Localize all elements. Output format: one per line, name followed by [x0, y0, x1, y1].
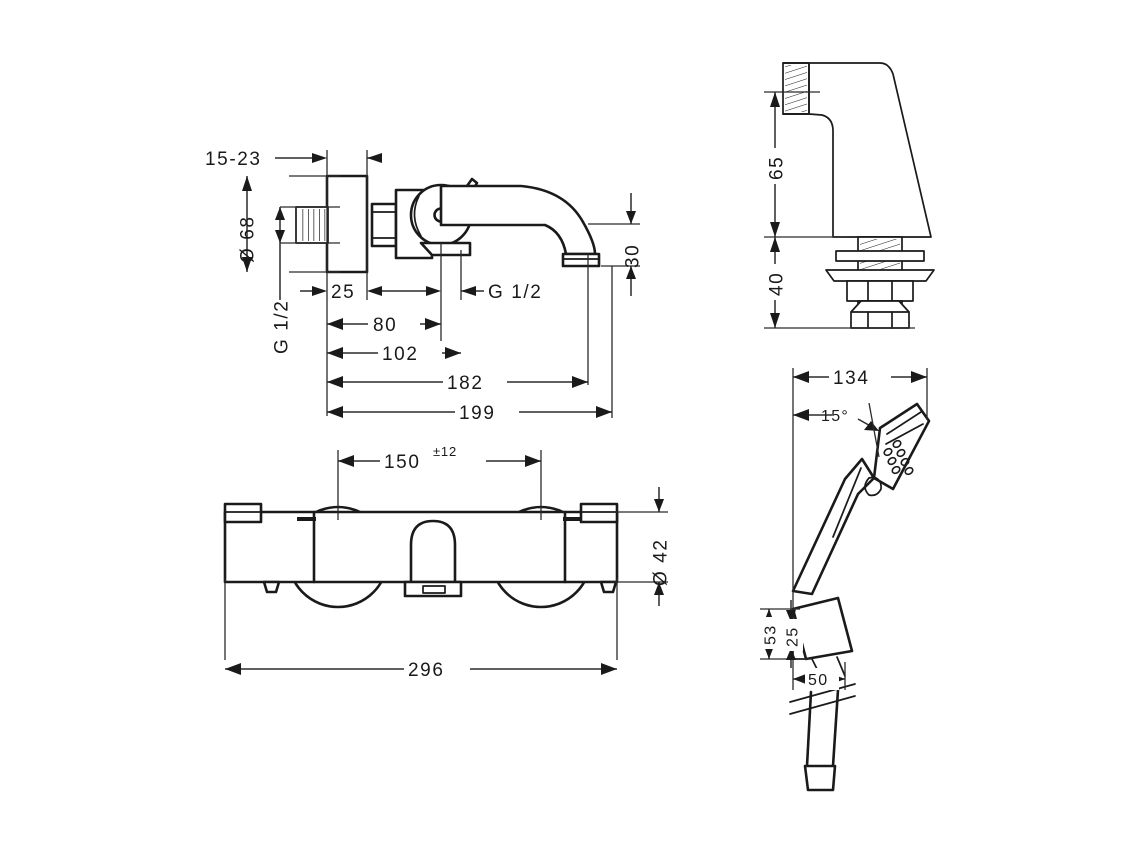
view-side-mixer: 15-23 Ø 68 G 1/2 30 2	[205, 149, 644, 424]
view-shower-head: 65 40	[762, 62, 935, 329]
dim-label-25-bracket: 25	[785, 627, 802, 647]
dim-label-296: 296	[408, 660, 445, 681]
view-hand-shower-set: 134 15° 53 25	[757, 365, 931, 792]
dim-15-degrees: 15°	[793, 402, 880, 458]
dim-label-30: 30	[623, 244, 644, 268]
shower-head-geometry	[782, 62, 935, 329]
dim-25: 25	[300, 282, 441, 303]
dim-label-diameter-68: Ø 68	[238, 215, 259, 263]
dim-label-15-23: 15-23	[205, 149, 262, 170]
dim-thread-right: G 1/2	[461, 282, 542, 303]
dim-label-53: 53	[763, 625, 780, 645]
dim-label-102: 102	[382, 344, 419, 365]
dim-label-134: 134	[833, 368, 870, 389]
dim-label-150-tolerance: ±12	[433, 444, 457, 459]
dim-label-50: 50	[808, 672, 828, 689]
dim-label-thread-left: G 1/2	[272, 300, 293, 354]
thread-hatch-left	[298, 209, 326, 241]
dim-label-150: 150	[384, 452, 421, 473]
dim-182: 182	[327, 370, 588, 394]
dim-30: 30	[623, 193, 644, 296]
dim-296: 296	[225, 657, 617, 681]
dim-25-bracket: 25	[779, 600, 803, 668]
dim-53: 53	[757, 609, 781, 659]
dim-label-182: 182	[447, 373, 484, 394]
mixer-front-geometry	[223, 502, 619, 609]
mixer-side-extension-lines	[280, 150, 640, 418]
dim-40: 40	[762, 237, 788, 328]
dim-80: 80	[327, 312, 441, 336]
dim-label-25: 25	[331, 282, 355, 303]
dim-label-diameter-42: Ø 42	[651, 538, 672, 586]
hand-shower-geometry	[789, 402, 931, 792]
dim-label-thread-right: G 1/2	[488, 282, 542, 303]
dim-label-80: 80	[373, 315, 397, 336]
view-front-mixer: 150 ±12 Ø 42 296	[223, 444, 672, 681]
dim-102: 102	[327, 341, 461, 365]
dim-label-199: 199	[459, 403, 496, 424]
dim-150: 150 ±12	[338, 444, 541, 473]
dim-thread-left: G 1/2	[272, 207, 293, 354]
dim-diameter-68: Ø 68	[238, 176, 259, 272]
dim-label-65: 65	[767, 156, 788, 180]
dim-label-15-degrees: 15°	[821, 408, 849, 425]
dim-134: 134	[793, 365, 927, 389]
dim-label-40: 40	[767, 272, 788, 296]
mixer-side-geometry	[295, 174, 601, 274]
dim-65: 65	[762, 92, 788, 237]
dim-199: 199	[327, 400, 612, 424]
dim-15-23: 15-23	[205, 149, 382, 170]
spray-face-hatch	[785, 65, 807, 112]
shower-head-extension-lines	[764, 91, 915, 329]
spray-holes	[883, 439, 914, 476]
dim-50: 50	[793, 668, 845, 690]
dim-diameter-42: Ø 42	[651, 487, 672, 606]
